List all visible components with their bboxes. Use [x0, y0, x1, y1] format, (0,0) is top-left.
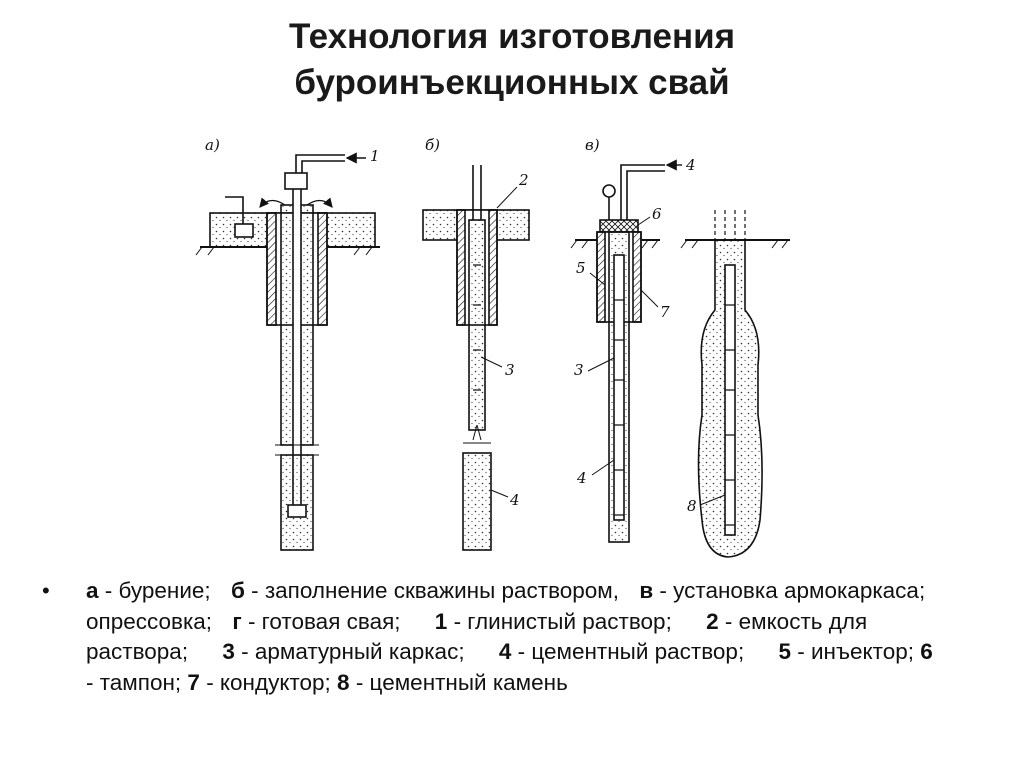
panel-v-gauge — [602, 184, 616, 198]
pile-technology-diagram: а) б) в) 1 2 3 4 5 6 7 3 4 8 4 — [195, 136, 790, 558]
legend-text-v: - установка армокаркаса; опрессовка; — [86, 578, 926, 634]
callout-1: 1 — [370, 147, 380, 165]
legend-text-7: - кондуктор; — [199, 669, 331, 695]
callout-6: 6 — [652, 205, 662, 223]
legend-text: а - бурение; б - заполнение скважины рас… — [86, 576, 936, 698]
legend-text-5: - инъектор; — [790, 639, 914, 664]
label-panel-v: в) — [585, 136, 600, 154]
legend-key-3: 3 — [222, 639, 235, 664]
panel-v-tampon — [599, 219, 639, 233]
legend-key-2: 2 — [706, 608, 719, 634]
callout-leaders — [480, 186, 726, 506]
callout-3-panel-v: 3 — [574, 361, 584, 379]
legend-key-5: 5 — [778, 639, 791, 664]
panel-b-filling — [422, 165, 530, 551]
legend-key-g: г — [232, 608, 242, 634]
legend-text-8: - цементный камень — [349, 669, 568, 695]
callout-7: 7 — [660, 303, 670, 321]
label-panel-a: а) — [205, 136, 220, 154]
panel-a-swivel — [284, 172, 308, 190]
title-line-1: Технология изготовления — [288, 17, 736, 56]
legend-key-b: б — [230, 578, 245, 603]
callout-4-arrow: 4 — [685, 156, 696, 174]
panel-g-finished-pile — [680, 210, 790, 558]
label-panel-b: б) — [425, 136, 440, 154]
callout-4-panel-b: 4 — [509, 491, 520, 509]
callout-4-panel-v: 4 — [576, 469, 587, 487]
legend-text-b: - заполнение скважины раствором, — [244, 578, 620, 603]
legend-key-a: а — [86, 578, 99, 603]
panel-v-installation — [570, 159, 682, 543]
legend-key-1: 1 — [434, 608, 448, 634]
legend-key-8: 8 — [337, 669, 350, 695]
legend-text-2: - емкость для раствора; — [86, 608, 868, 665]
legend-text-1: - глинистый раствор; — [447, 608, 672, 634]
title-line-2: буроинъекционных свай — [294, 63, 730, 102]
panel-v-cage — [613, 254, 625, 521]
panel-g-cage — [724, 264, 736, 536]
panel-b-cement — [462, 452, 492, 551]
panel-a-tank — [234, 223, 254, 238]
legend-text-4: - цементный раствор; — [511, 639, 745, 664]
callout-8: 8 — [687, 497, 697, 515]
callout-5: 5 — [576, 259, 586, 277]
panel-a-drill-bit — [287, 504, 307, 518]
diagram-labels: а) б) в) 1 2 3 4 5 6 7 3 4 8 4 — [205, 136, 697, 515]
legend-text-a: - бурение; — [98, 578, 211, 603]
legend-text-g: - готовая свая; — [241, 608, 401, 634]
panel-a-drilling — [195, 152, 380, 551]
legend-key-7: 7 — [187, 669, 200, 695]
legend-key-v: в — [639, 578, 654, 603]
callout-2: 2 — [518, 171, 529, 189]
page-title: Технология изготовления буроинъекционных… — [0, 14, 1024, 106]
panel-b-cage-zone — [468, 219, 486, 431]
legend-key-4: 4 — [498, 639, 512, 664]
legend-text-6: - тампон; — [86, 669, 182, 695]
legend-key-6: 6 — [920, 639, 933, 664]
panel-v-conductor — [596, 231, 606, 323]
legend-bullet: • — [42, 578, 50, 603]
legend-text-3: - арматурный каркас; — [234, 639, 465, 664]
callout-3-panel-b: 3 — [505, 361, 515, 379]
